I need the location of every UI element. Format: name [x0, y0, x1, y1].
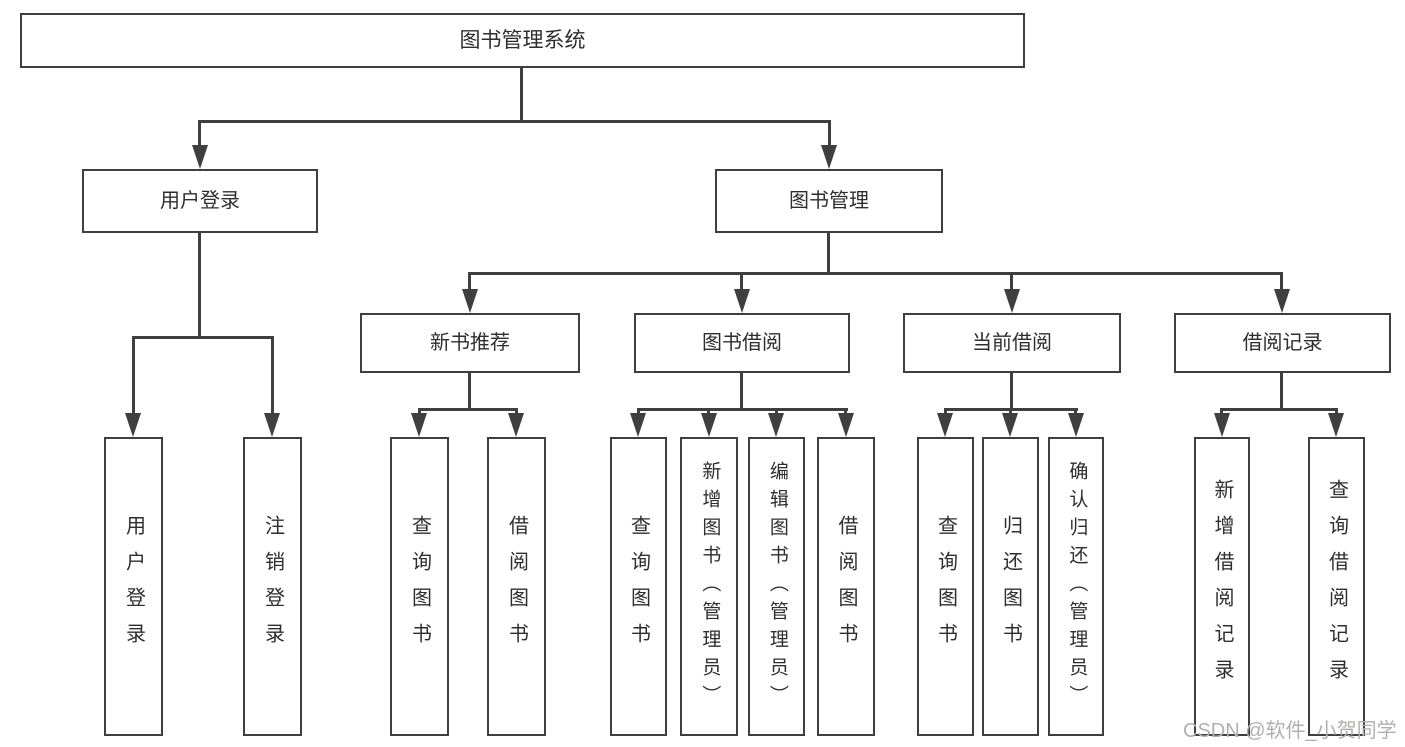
leaf-edit-book-admin: 编辑图书（管理员） — [748, 437, 805, 736]
connector-stem-leaf — [1220, 408, 1223, 416]
arrow-down-icon — [264, 413, 280, 437]
arrow-down-icon — [1274, 289, 1290, 313]
arrow-down-icon — [125, 413, 141, 437]
arrow-down-icon — [462, 289, 478, 313]
connector-newbook-stem — [468, 373, 471, 408]
connector-newbook-bus — [418, 408, 518, 411]
arrow-down-icon — [192, 145, 208, 169]
leaf-query-book-3: 查询图书 — [917, 437, 974, 736]
arrow-down-icon — [701, 413, 717, 437]
connector-stem-leaf-user-login — [132, 336, 135, 415]
arrow-down-icon — [838, 413, 854, 437]
arrow-down-icon — [1328, 413, 1344, 437]
node-current-borrow: 当前借阅 — [903, 313, 1121, 373]
arrow-down-icon — [734, 289, 750, 313]
connector-stem-new-book — [468, 272, 471, 292]
connector-stem-leaf — [844, 408, 847, 416]
node-book-borrow: 图书借阅 — [634, 313, 850, 373]
arrow-down-icon — [821, 145, 837, 169]
leaf-return-book: 归还图书 — [982, 437, 1039, 736]
leaf-add-book-admin: 新增图书（管理员） — [680, 437, 738, 736]
csdn-watermark: CSDN @软件_小贺同学 — [1183, 720, 1397, 742]
connector-bookmgmt-stem — [827, 233, 830, 272]
connector-stem-current-borrow — [1010, 272, 1013, 292]
connector-root-stem — [520, 68, 523, 120]
arrow-down-icon — [768, 413, 784, 437]
connector-root-bus — [198, 120, 831, 123]
connector-stem-borrow-record — [1280, 272, 1283, 292]
arrow-down-icon — [1004, 289, 1020, 313]
connector-stem-leaf — [1074, 408, 1077, 416]
arrow-down-icon — [411, 413, 427, 437]
leaf-confirm-return-admin: 确认归还（管理员） — [1048, 437, 1104, 736]
connector-stem-leaf — [1009, 408, 1012, 416]
leaf-add-borrow-record: 新增借阅记录 — [1194, 437, 1250, 736]
connector-stem-book-management — [828, 120, 831, 150]
arrow-down-icon — [1002, 413, 1018, 437]
arrow-down-icon — [1214, 413, 1230, 437]
arrow-down-icon — [508, 413, 524, 437]
connector-stem-book-borrow — [740, 272, 743, 292]
connector-stem-leaf — [637, 408, 640, 416]
connector-stem-leaf — [418, 408, 421, 416]
connector-borrowrecord-bus — [1220, 408, 1338, 411]
node-user-login: 用户登录 — [82, 169, 318, 233]
connector-stem-leaf-logout — [271, 336, 274, 415]
node-library-management-system: 图书管理系统 — [20, 13, 1025, 68]
connector-userlogin-stem — [198, 233, 201, 336]
leaf-query-book-1: 查询图书 — [390, 437, 449, 736]
leaf-logout: 注销登录 — [243, 437, 302, 736]
connector-bookborrow-stem — [740, 373, 743, 408]
node-new-book-recommend: 新书推荐 — [360, 313, 580, 373]
connector-bookborrow-bus — [637, 408, 848, 411]
arrow-down-icon — [630, 413, 646, 437]
connector-currentborrow-stem — [1010, 373, 1013, 408]
connector-stem-leaf — [944, 408, 947, 416]
connector-stem-leaf — [707, 408, 710, 416]
leaf-user-login: 用户登录 — [104, 437, 163, 736]
connector-borrowrecord-stem — [1280, 373, 1283, 408]
connector-stem-leaf — [515, 408, 518, 416]
arrow-down-icon — [1068, 413, 1084, 437]
connector-stem-leaf — [775, 408, 778, 416]
leaf-borrow-book-1: 借阅图书 — [487, 437, 546, 736]
connector-stem-leaf — [1335, 408, 1338, 416]
leaf-query-borrow-record: 查询借阅记录 — [1308, 437, 1365, 736]
connector-userlogin-bus — [132, 336, 274, 339]
connector-stem-user-login — [198, 120, 201, 150]
arrow-down-icon — [937, 413, 953, 437]
leaf-query-book-2: 查询图书 — [610, 437, 667, 736]
node-book-management: 图书管理 — [715, 169, 943, 233]
node-borrow-record: 借阅记录 — [1174, 313, 1391, 373]
leaf-borrow-book-2: 借阅图书 — [817, 437, 875, 736]
connector-bookmgmt-bus — [468, 272, 1283, 275]
